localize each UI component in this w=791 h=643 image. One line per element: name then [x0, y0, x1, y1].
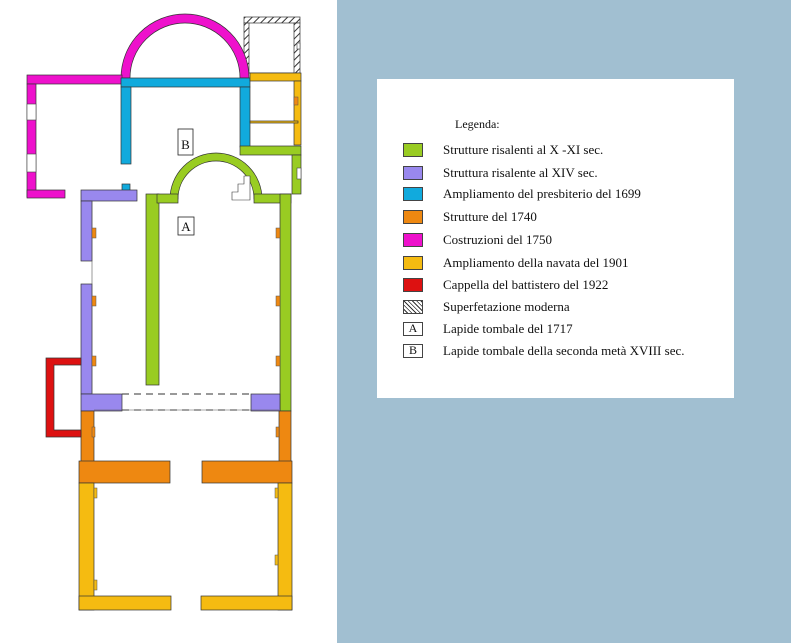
marker-a: A: [177, 216, 195, 236]
modern-annex-hatched: [243, 16, 301, 24]
orange-facade-left: [78, 460, 171, 484]
yellow-nave-front-left: [78, 595, 172, 611]
magenta-chapel-top: [26, 74, 123, 85]
purple-swatch-icon: [403, 165, 423, 180]
legend-label: Costruzioni del 1750: [443, 231, 553, 247]
yellow-swatch-icon: [403, 255, 423, 270]
cyan-swatch-icon: [403, 186, 423, 201]
legend-item-1750: Costruzioni del 1750: [403, 231, 552, 248]
yellow-nave-front-right: [200, 595, 293, 611]
hatched-swatch-icon: [403, 299, 423, 314]
church-floor-plan: B A: [26, 13, 302, 611]
purple-left-wall: [80, 200, 93, 262]
legend-item-x-xi: Strutture risalenti al X -XI sec.: [403, 141, 603, 158]
legend-label: Struttura risalente al XIV sec.: [443, 164, 598, 180]
legend-label: Ampliamento della navata del 1901: [443, 254, 629, 270]
legend-item-xiv: Struttura risalente al XIV sec.: [403, 164, 598, 181]
legend-label: Strutture risalenti al X -XI sec.: [443, 141, 604, 157]
marker-a-icon: A: [403, 321, 423, 336]
legend-label: Lapide tombale della seconda metà XVIII …: [443, 342, 685, 358]
legend-item-1922: Cappella del battistero del 1922: [403, 276, 608, 293]
yellow-nave-right-wall: [277, 482, 293, 611]
legend-item-1740: Strutture del 1740: [403, 208, 537, 225]
legend-item-marker-a: A Lapide tombale del 1717: [403, 320, 573, 337]
marker-b-icon: B: [403, 343, 423, 358]
marker-a-label: A: [181, 219, 191, 234]
legend-item-1901: Ampliamento della navata del 1901: [403, 254, 629, 271]
floor-plan-panel: B A: [0, 0, 337, 643]
legend-label: Superfetazione moderna: [443, 298, 570, 314]
purple-nave-corner: [80, 189, 138, 202]
green-swatch-icon: [403, 142, 423, 157]
red-swatch-icon: [403, 277, 423, 292]
legend-title: Legenda:: [455, 117, 500, 131]
green-left-wall: [145, 193, 160, 386]
orange-swatch-icon: [403, 209, 423, 224]
green-right-room-top: [239, 145, 302, 156]
legend-label: Cappella del battistero del 1922: [443, 276, 609, 292]
yellow-nave-left-wall: [78, 482, 95, 611]
legend-label: Lapide tombale del 1717: [443, 320, 573, 336]
legend-label: Strutture del 1740: [443, 208, 537, 224]
legend: Legenda: Strutture risalenti al X -XI se…: [377, 79, 734, 398]
legend-item-marker-b: B Lapide tombale della seconda metà XVII…: [403, 342, 684, 359]
orange-facade-right: [201, 460, 293, 484]
magenta-apse: [120, 13, 250, 79]
yellow-right-top: [249, 72, 302, 82]
marker-b-label: B: [181, 137, 190, 152]
legend-item-modern: Superfetazione moderna: [403, 298, 570, 315]
magenta-swatch-icon: [403, 232, 423, 247]
cyan-presbytery-top: [120, 77, 251, 88]
legend-label: Ampliamento del presbiterio del 1699: [443, 185, 641, 201]
green-right-wall: [279, 193, 292, 412]
legend-item-1699: Ampliamento del presbiterio del 1699: [403, 185, 641, 202]
marker-b: B: [177, 128, 194, 156]
red-baptistery-chapel: [45, 357, 82, 438]
